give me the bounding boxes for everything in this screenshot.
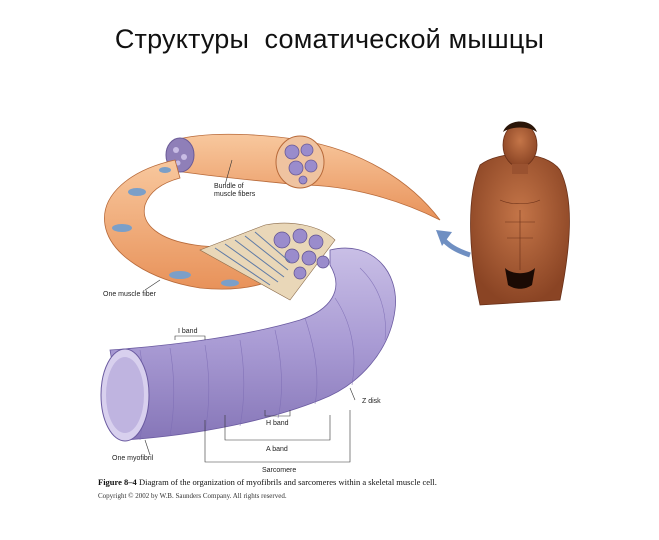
label-i-band: I band xyxy=(178,328,198,335)
page-title: Структуры соматической мышцы xyxy=(114,24,545,54)
muscle-bundle xyxy=(165,133,441,221)
muscle-fiber xyxy=(104,159,336,301)
label-z-disk: Z disk xyxy=(362,398,381,405)
label-bundle-line1: Bundle of xyxy=(214,183,244,190)
label-one-myofibril: One myofibril xyxy=(112,455,154,462)
label-bundle-line2: muscle fibers xyxy=(214,191,256,198)
human-figure xyxy=(470,121,570,306)
label-sarcomere: Sarcomere xyxy=(262,467,296,474)
figure-label: Figure 8–4 xyxy=(98,477,137,487)
pointer-arrow xyxy=(440,236,471,258)
myofibril xyxy=(100,247,396,442)
label-a-band: A band xyxy=(266,446,288,453)
figure-caption-text: Diagram of the organization of myofibril… xyxy=(136,477,437,487)
arrow-head-icon xyxy=(436,230,452,246)
figure-caption: Figure 8–4 Diagram of the organization o… xyxy=(98,477,437,487)
label-h-band: H band xyxy=(266,420,289,427)
copyright-notice: Copyright © 2002 by W.B. Saunders Compan… xyxy=(98,492,287,500)
label-one-muscle-fiber: One muscle fiber xyxy=(103,291,157,298)
